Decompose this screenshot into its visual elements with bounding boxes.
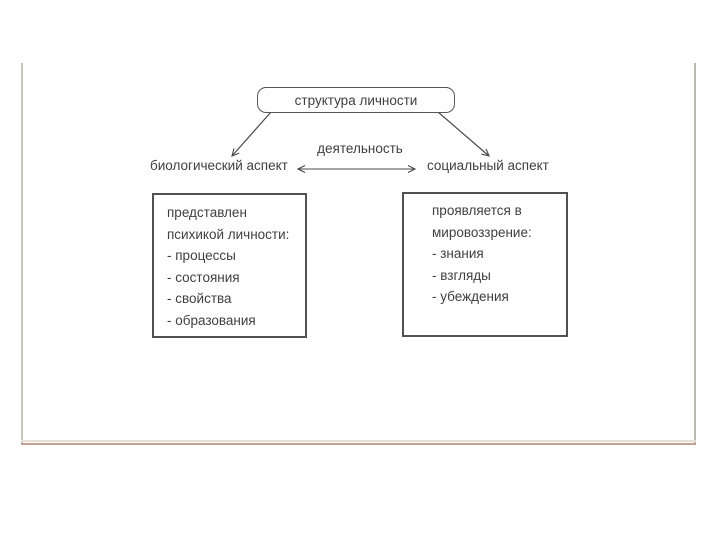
arrow-root-to-right-aspect bbox=[437, 111, 490, 157]
slide-right-border bbox=[694, 63, 696, 445]
left-box-line: - процессы bbox=[167, 248, 236, 263]
slide-left-border bbox=[21, 63, 23, 445]
right-box-line: проявляется в bbox=[432, 203, 522, 218]
root-node: структура личности bbox=[257, 87, 455, 113]
activity-label: деятельность bbox=[317, 141, 403, 156]
right-box-line: - убеждения bbox=[432, 289, 509, 304]
slide-bottom-border bbox=[21, 443, 696, 445]
left-detail-box: представлен психикой личности: - процесс… bbox=[152, 193, 307, 338]
slide-bottom-border-highlight bbox=[21, 440, 696, 442]
right-box-line: - знания bbox=[432, 246, 484, 261]
right-aspect-label: социальный аспект bbox=[427, 158, 549, 173]
right-box-line: мировоззрение: bbox=[432, 224, 532, 240]
left-box-line: представлен bbox=[167, 205, 247, 220]
left-aspect-label: биологический аспект bbox=[150, 158, 288, 173]
root-node-label: структура личности bbox=[294, 92, 418, 108]
right-box-line: - взгляды bbox=[432, 267, 491, 283]
left-box-line: психикой личности: bbox=[167, 226, 290, 242]
right-detail-box: проявляется в мировоззрение: - знания - … bbox=[402, 192, 568, 337]
left-box-line: - свойства bbox=[167, 291, 232, 306]
arrow-root-to-left-aspect bbox=[231, 111, 272, 157]
left-box-line: - образования bbox=[167, 312, 256, 328]
left-box-line: - состояния bbox=[167, 269, 240, 285]
